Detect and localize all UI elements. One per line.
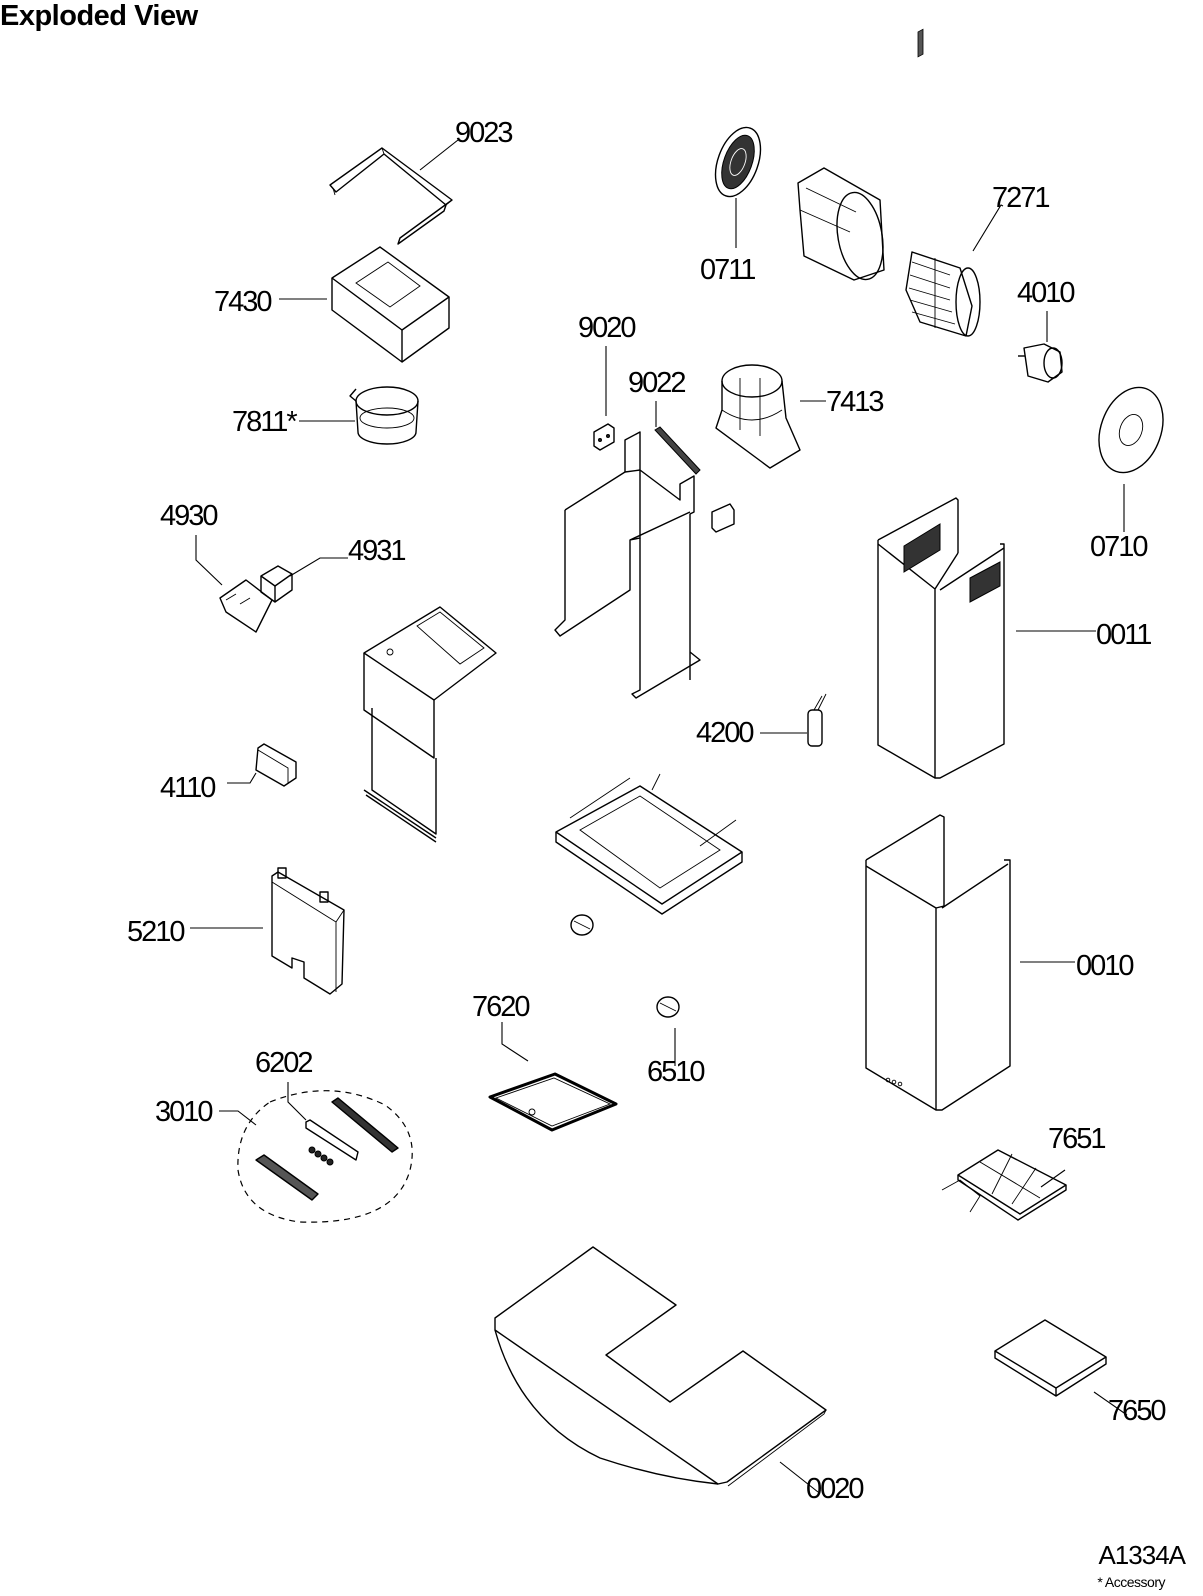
leader-3010 [219,1110,257,1126]
part-filter-tray [555,773,743,915]
part-4010-motor [1018,343,1063,383]
label-5210: 5210 [127,916,184,948]
label-4930: 4930 [160,500,217,532]
part-7271-blower-wheel [905,251,981,337]
part-7650-charcoal-filter [994,1319,1107,1397]
part-inner-frame-right [554,431,701,699]
label-4931: 4931 [348,535,405,567]
label-9023: 9023 [455,117,512,149]
accessory-footnote: * Accessory [1097,1574,1165,1590]
part-blower-housing [797,167,885,281]
label-0711: 0711 [700,254,755,286]
label-7620: 7620 [472,991,529,1023]
part-4110-switch-housing [255,743,297,787]
document-id: A1334A [1098,1540,1186,1570]
leader-9023 [419,139,459,171]
label-4010: 4010 [1017,277,1074,309]
part-7413-adapter [715,364,801,469]
label-7430: 7430 [214,286,271,318]
label-9020: 9020 [578,312,635,344]
part-3010-switch-assembly [237,1090,413,1223]
label-6510: 6510 [647,1056,704,1088]
part-knob-1 [570,914,594,936]
leader-4931 [289,557,348,577]
label-7651: 7651 [1048,1123,1105,1155]
label-6202: 6202 [255,1047,312,1079]
part-5210-control-box [271,867,345,995]
part-9022-strip [654,426,701,475]
leader-7650 [1093,1391,1128,1416]
leader-7651 [1040,1169,1066,1188]
leader-7271 [972,204,1004,252]
leader-6202 [287,1082,307,1121]
part-7430-duct-box [331,246,450,363]
label-0011: 0011 [1096,619,1151,651]
part-7811-collar [349,386,419,445]
label-9022: 9022 [628,367,685,399]
label-7413: 7413 [826,386,883,418]
leader-7620 [501,1022,529,1062]
part-7651-filter-frame [941,1149,1067,1221]
label-4200: 4200 [696,717,753,749]
part-7620-grease-filter [488,1072,618,1132]
part-4930-terminal-board [219,579,273,633]
part-0711-inlet-grille [714,126,762,198]
leader-0020 [779,1461,819,1493]
part-0010-lower-chimney [865,814,1011,1111]
label-7271: 7271 [992,182,1049,214]
part-4931-junction-cover [260,565,293,603]
part-0011-upper-chimney [877,28,1005,779]
label-4110: 4110 [160,772,215,804]
page-title: Exploded View [0,0,198,32]
label-7650: 7650 [1108,1395,1165,1427]
label-0020: 0020 [806,1473,863,1505]
label-3010: 3010 [155,1096,212,1128]
part-9023-bracket [329,147,453,245]
part-0710-motor-plate [1098,386,1164,474]
part-inner-frame-left [363,606,497,843]
leader-4110 [227,772,257,784]
leader-4930 [195,535,223,586]
label-7811: 7811* [232,406,297,438]
label-0710: 0710 [1090,531,1147,563]
part-0020-canopy [494,1246,827,1487]
part-9020-bracket [593,423,615,451]
part-bracket-small [711,503,735,533]
part-4200-capacitor [807,693,827,747]
label-0010: 0010 [1076,950,1133,982]
part-6510-knob [656,996,680,1018]
